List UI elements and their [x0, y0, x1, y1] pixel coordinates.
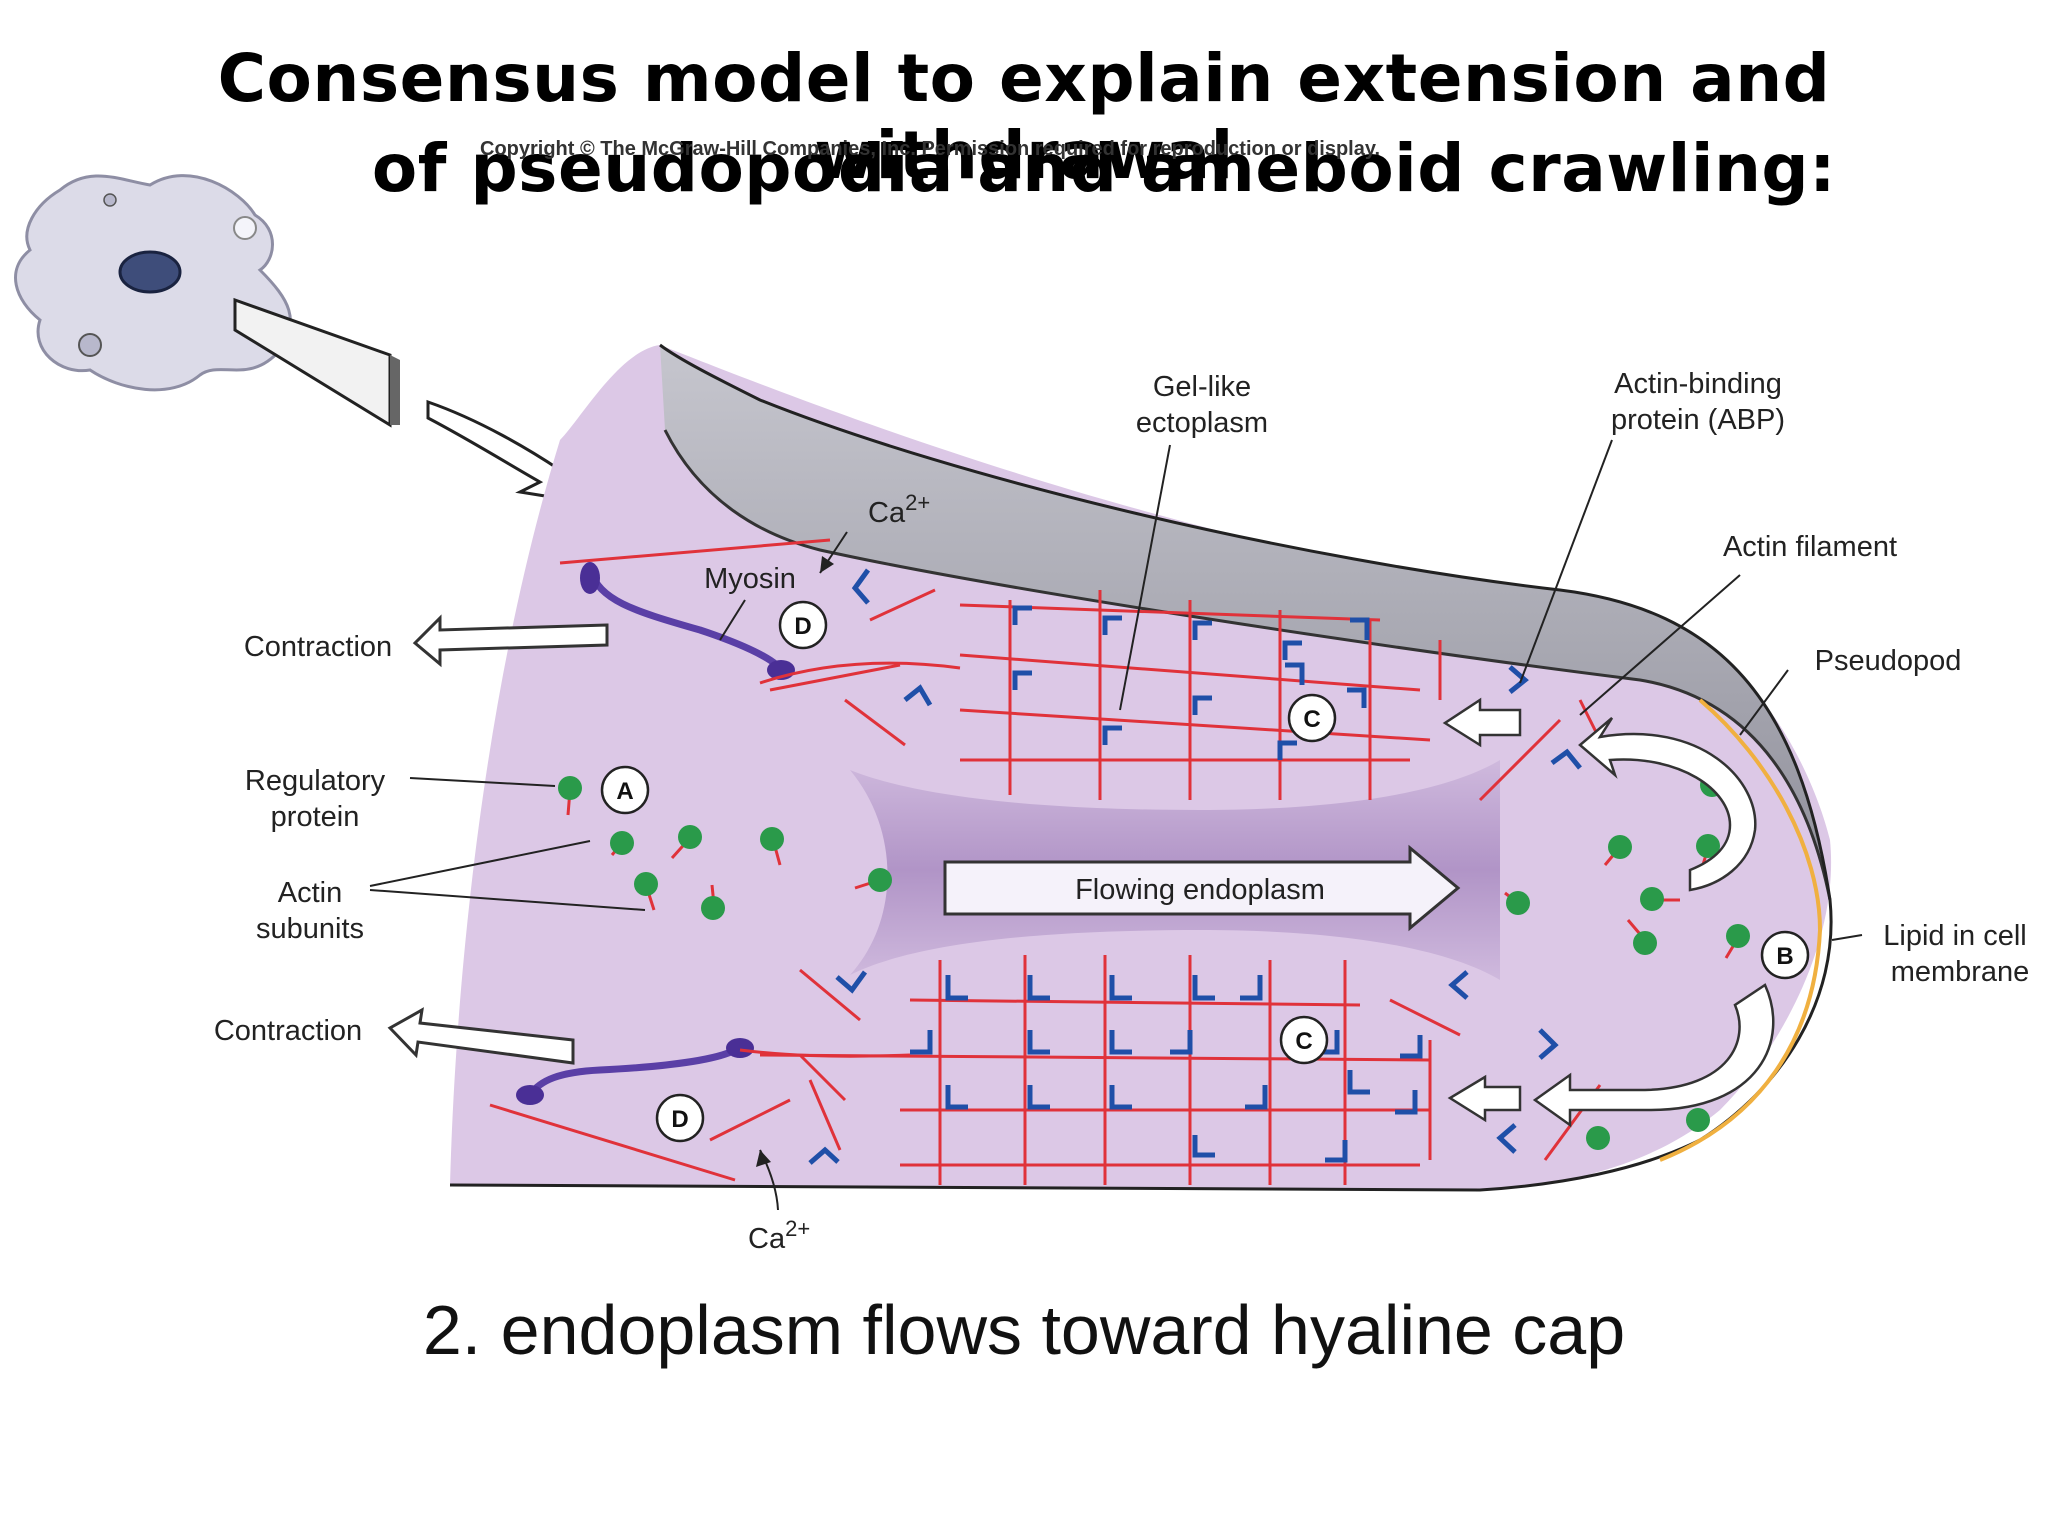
contraction-arrow-bottom-icon: [387, 1007, 575, 1065]
label-abp-line2: protein (ABP): [1611, 404, 1785, 436]
label-actin-line1: Actin: [278, 877, 342, 909]
membrane-lipid: [1659, 698, 1823, 1162]
curved-arrow-top-icon: [1578, 717, 1757, 892]
abp-crosslinks-bottom: [910, 975, 1423, 1163]
label-abp-line1: Actin-binding: [1614, 368, 1782, 400]
label-myosin: Myosin: [704, 563, 796, 595]
marker-b: B: [1776, 943, 1793, 970]
label-lipid-line1: Lipid in cell: [1883, 920, 2026, 952]
copyright-notice: Copyright © The McGraw-Hill Companies, I…: [480, 138, 1381, 160]
slide-caption: 2. endoplasm flows toward hyaline cap: [422, 1291, 1626, 1369]
ectoplasm-cap: [660, 345, 1830, 900]
free-abp: [808, 568, 1582, 1165]
myosin-top: [580, 562, 961, 685]
section-slice-edge: [390, 355, 400, 425]
inflow-arrow-top-icon: [1442, 697, 1522, 748]
marker-c-bottom: C: [1295, 1028, 1312, 1055]
label-contraction-bottom: Contraction: [214, 1015, 362, 1047]
label-ectoplasm: ectoplasm: [1136, 407, 1268, 439]
contraction-arrow-top-icon: [412, 614, 609, 668]
label-contraction-top: Contraction: [244, 631, 392, 663]
ca-arrowhead-bottom: [756, 1150, 771, 1167]
amoeba-thumbnail: [14, 174, 577, 502]
inflow-arrow-bottom-icon: [1447, 1074, 1522, 1123]
ca-arrowhead-top: [820, 556, 834, 573]
label-regulatory-line1: Regulatory: [245, 765, 386, 797]
amoeba-vacuole: [233, 216, 257, 240]
cap-boundary: [663, 429, 1832, 901]
amoeba-granule: [103, 193, 117, 207]
cell-cytoplasm: [450, 345, 1832, 1190]
label-ca-bottom: Ca2+: [748, 1216, 810, 1255]
slide-title-line-1: Consensus model to explain extension and…: [217, 40, 1831, 194]
label-ca-top: Ca2+: [868, 490, 930, 529]
amoeba-vacuole: [78, 333, 102, 357]
curved-arrow-bottom-icon: [1532, 983, 1775, 1128]
marker-d-bottom: D: [671, 1106, 688, 1133]
actin-meshwork-top: [959, 590, 1442, 800]
slide-title-line-2: of pseudopodia and ameboid crawling:: [371, 130, 1837, 207]
marker-c-top: C: [1303, 706, 1320, 733]
label-regulatory-line2: protein: [271, 801, 360, 833]
marker-a: A: [616, 778, 633, 805]
flowing-endoplasm-arrow: [943, 844, 1461, 932]
abp-crosslinks-top: [1012, 605, 1370, 760]
amoeba-nucleus: [118, 250, 182, 294]
label-actin-line2: subunits: [256, 913, 364, 945]
label-pseudopod: Pseudopod: [1815, 645, 1962, 677]
marker-circles: [600, 600, 1810, 1143]
label-flowing-endoplasm: Flowing endoplasm: [1075, 874, 1325, 906]
label-gel-like: Gel-like: [1153, 371, 1251, 403]
myosin-bottom: [516, 1038, 911, 1105]
label-lipid-line2: membrane: [1891, 956, 2030, 988]
marker-d-top: D: [794, 613, 811, 640]
label-actin-filament: Actin filament: [1723, 531, 1897, 563]
